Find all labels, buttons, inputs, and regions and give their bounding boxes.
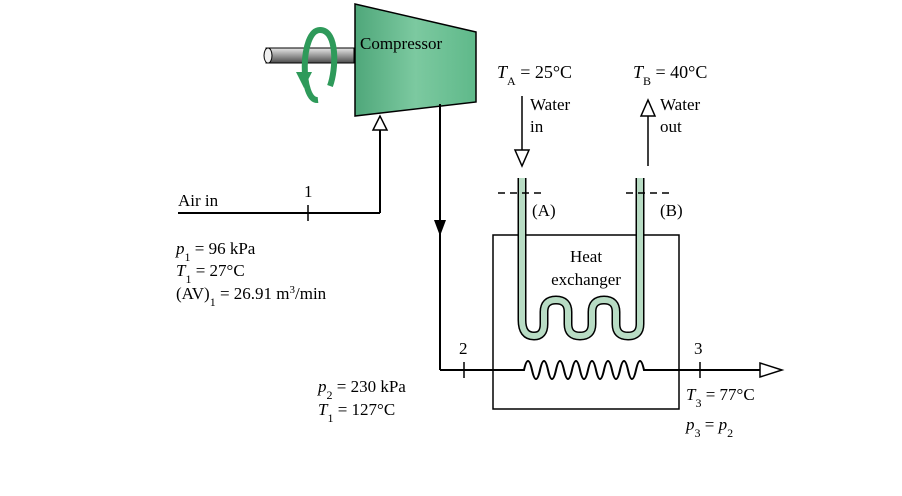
heat-exchanger-box: [492, 234, 680, 410]
compressor-body: [354, 3, 477, 117]
heat-exchanger-label-line2: exchanger: [551, 270, 621, 289]
compressor-outlet-line: [434, 104, 518, 378]
inlet-state-number: 1: [304, 182, 313, 201]
water-out-label-line1: Water: [660, 95, 700, 114]
water-in-label-line1: Water: [530, 95, 570, 114]
water-tube: [517, 178, 645, 341]
water-out-arrow-icon: [639, 98, 657, 166]
rotation-arrow-icon: [296, 27, 338, 103]
compressor-label: Compressor: [360, 34, 443, 53]
outlet-state-number: 2: [459, 339, 468, 358]
water-in-label-line2: in: [530, 117, 544, 136]
water-out-label-line2: out: [660, 117, 682, 136]
air-in-label: Air in: [178, 191, 219, 210]
inlet-air-line: [178, 114, 389, 221]
water-out-temperature-text: TB = 40°C: [633, 62, 707, 88]
air-coil: [518, 360, 650, 380]
station-a-label: (A): [532, 201, 556, 220]
exit-air-line: [650, 361, 785, 379]
inlet-flow-text: (AV)1 = 26.91 m3/min: [176, 284, 327, 309]
outlet-temperature-text: T1 = 127°C: [318, 400, 395, 425]
outlet-pressure-text: p2 = 230 kPa: [317, 377, 406, 402]
exit-pressure-text: p3 = p2: [685, 415, 733, 440]
heat-exchanger-label-line1: Heat: [570, 247, 602, 266]
inlet-pressure-text: p1 = 96 kPa: [175, 239, 256, 264]
exit-temperature-text: T3 = 77°C: [686, 385, 755, 410]
water-in-arrow-icon: [513, 96, 531, 168]
water-in-temperature-text: TA = 25°C: [497, 62, 572, 88]
station-b-label: (B): [660, 201, 683, 220]
inlet-temperature-text: T1 = 27°C: [176, 261, 245, 286]
exit-state-number: 3: [694, 339, 703, 358]
